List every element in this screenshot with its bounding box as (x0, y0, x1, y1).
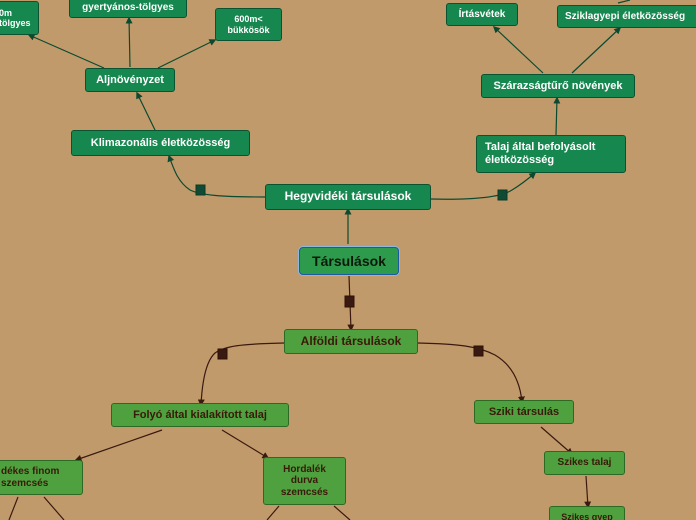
node-600m-bukkosok[interactable]: 600m< bükkösök (215, 8, 282, 41)
collapse-handle-folyo (217, 348, 228, 360)
node-0m-tolgyes[interactable]: 0m tölgyes (0, 1, 39, 35)
link-aljnovenyzet-gyertyanos (125, 16, 133, 68)
link-hegyvideki-talaj (429, 172, 537, 200)
collapse-handle-alfoldi (344, 295, 355, 308)
link-alfoldi-sziki (417, 342, 525, 404)
node-talaj-altal-befolyasolt[interactable]: Talaj által befolyásolt életközösség (476, 135, 626, 173)
link-talaj-szarazsagturo (553, 96, 561, 136)
link-finom-down-1 (8, 496, 19, 520)
link-hegyvideki-klimazonalis (167, 154, 267, 198)
link-szarazsagturo-irtasvetek (492, 25, 544, 74)
node-hordalek-durva[interactable]: Hordalék durva szemcsés (263, 457, 346, 505)
node-szarazsagturo[interactable]: Szárazságtűrő növények (481, 74, 635, 98)
node-alfoldi[interactable]: Alföldi társulások (284, 329, 418, 354)
link-szikes-talaj-gyep (584, 475, 592, 509)
node-sziklagyepi[interactable]: Sziklagyepi életközösség (557, 5, 696, 28)
collapse-handle-sziki (473, 345, 484, 357)
link-alfoldi-folyo (197, 342, 285, 407)
node-szikes-talaj[interactable]: Szikes talaj (544, 451, 625, 475)
collapse-handle-klimazonalis (195, 184, 206, 196)
node-szikes-gyep[interactable]: Szikes gyep (549, 506, 625, 520)
link-folyo-finom (74, 429, 163, 462)
node-sziki[interactable]: Sziki társulás (474, 400, 574, 424)
root-node[interactable]: Társulások (299, 247, 399, 275)
collapse-handle-talaj (497, 189, 508, 201)
node-irtasvetek[interactable]: Írtásvétek (446, 3, 518, 26)
link-szarazsagturo-sziklagyepi (571, 26, 622, 74)
node-hegyvideki[interactable]: Hegyvidéki társulások (265, 184, 431, 210)
link-sziklagyepi-offscreen (617, 0, 631, 4)
node-klimazonalis[interactable]: Klimazonális életközösség (71, 130, 250, 156)
node-finom-szemcses[interactable]: dékes finom szemcsés (0, 460, 83, 495)
link-sziki-szikes-talaj (540, 426, 574, 455)
link-folyo-hordalek (221, 429, 270, 459)
node-gyertyanos-tolgyes[interactable]: gyertyános-tölgyes (69, 0, 187, 18)
link-hordalek-down-1 (266, 505, 280, 520)
link-aljnovenyzet-600m (157, 39, 217, 69)
node-folyo[interactable]: Folyó által kialakított talaj (111, 403, 289, 427)
link-klimazonalis-aljnovenyzet (136, 91, 156, 131)
link-hordalek-down-2 (333, 505, 351, 520)
link-aljnovenyzet-0m (27, 34, 105, 69)
node-aljnovenyzet[interactable]: Aljnövényzet (85, 68, 175, 92)
link-finom-down-2 (43, 496, 65, 520)
